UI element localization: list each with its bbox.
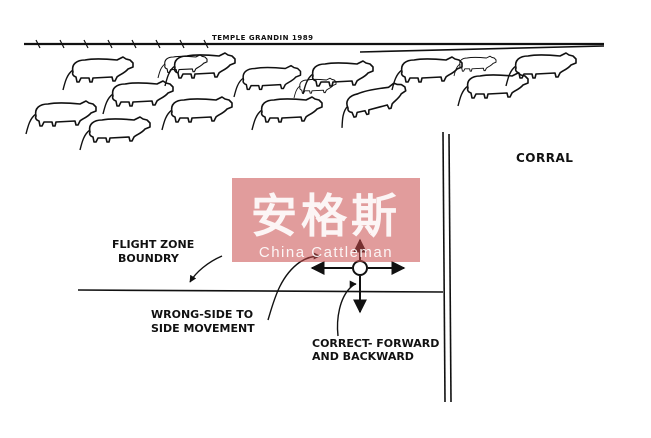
flight-zone-label: FLIGHT ZONE BOUNDRY xyxy=(112,238,223,283)
watermark-english-text: China Cattleman xyxy=(259,244,393,261)
fence-label: TEMPLE GRANDIN 1989 xyxy=(212,34,313,42)
cow xyxy=(102,80,174,115)
cow xyxy=(334,80,412,129)
cow xyxy=(505,52,577,87)
corral-fence xyxy=(442,131,452,403)
flight-zone-boundary-line xyxy=(77,289,444,293)
cow xyxy=(161,96,233,131)
barbed-fence xyxy=(24,39,605,53)
correct-pointer xyxy=(336,280,357,337)
watermark: 安格斯 China Cattleman xyxy=(232,178,420,262)
wrong-label-line2: SIDE MOVEMENT xyxy=(151,322,255,335)
corral-label: CORRAL xyxy=(516,151,573,165)
flight-zone-label-line1: FLIGHT ZONE xyxy=(112,238,194,251)
handler-circle xyxy=(352,260,368,276)
watermark-chinese-text: 安格斯 xyxy=(251,189,401,243)
watermark-box xyxy=(232,178,420,262)
cow xyxy=(79,116,151,151)
flight-zone-label-line2: BOUNDRY xyxy=(118,252,180,265)
cow xyxy=(453,55,497,77)
wrong-label-line1: WRONG-SIDE TO xyxy=(151,308,253,321)
flight-zone-pointer xyxy=(189,255,223,283)
correct-movement-label: CORRECT- FORWARD AND BACKWARD xyxy=(312,280,439,363)
wrong-pointer xyxy=(267,252,321,321)
cow xyxy=(251,96,323,131)
cow xyxy=(457,72,529,107)
cow xyxy=(302,60,374,95)
cow xyxy=(233,64,302,98)
correct-label-line1: CORRECT- FORWARD xyxy=(312,337,439,350)
wrong-movement-label: WRONG-SIDE TO SIDE MOVEMENT xyxy=(151,252,321,335)
cow xyxy=(25,100,97,135)
cattle-herd xyxy=(25,52,577,151)
cow xyxy=(62,56,134,91)
correct-label-line2: AND BACKWARD xyxy=(312,350,414,363)
